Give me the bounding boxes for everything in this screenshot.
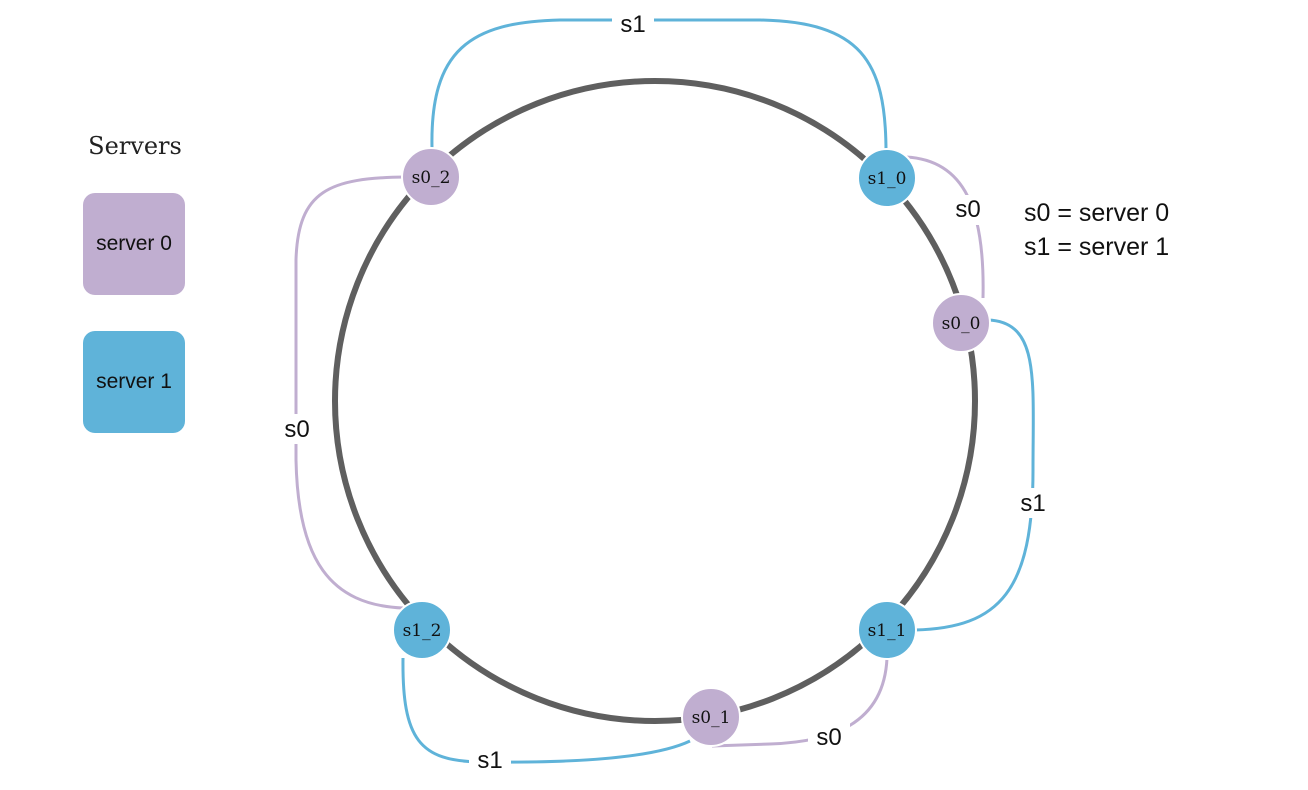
node-s0_1: s0_1 xyxy=(681,687,741,747)
connector-label-bg xyxy=(947,195,989,225)
node-circle xyxy=(931,293,991,353)
node-circle xyxy=(857,148,917,208)
node-circle xyxy=(401,147,461,207)
key-s0: s0 = server 0 xyxy=(1024,199,1170,227)
node-label: s1_2 xyxy=(403,621,442,641)
connector-s0_0-s1_1 xyxy=(914,318,1035,632)
node-label: s0_2 xyxy=(412,168,451,188)
legend-server-1-label: server 1 xyxy=(96,370,172,393)
connector-label-bg xyxy=(469,746,511,776)
node-s1_1: s1_1 xyxy=(857,600,917,660)
connector-label-s1_1-s0_1: s0 xyxy=(816,724,841,751)
legend-server-0: server 0 xyxy=(83,193,185,295)
key-s1: s1 = server 1 xyxy=(1024,233,1170,261)
connector-label-s0_0-s1_1: s1 xyxy=(1020,490,1045,517)
connector-s1_0-s0_0 xyxy=(905,155,985,299)
legend-server-1: server 1 xyxy=(83,331,185,433)
connector-label-bg xyxy=(612,6,654,36)
node-label: s0_1 xyxy=(692,708,731,728)
connector-s1_2-s0_2 xyxy=(294,175,406,610)
connector-label-s1_2-s0_2: s0 xyxy=(284,416,309,443)
legend-server-0-label: server 0 xyxy=(96,232,172,255)
node-s1_2: s1_2 xyxy=(392,600,452,660)
connector-label-s0_1-s1_2: s1 xyxy=(477,747,502,774)
node-s0_2: s0_2 xyxy=(401,147,461,207)
connector-s1_1-s0_1 xyxy=(711,657,889,748)
node-label: s1_0 xyxy=(868,169,907,189)
node-s1_0: s1_0 xyxy=(857,148,917,208)
connector-label-s0_2-s1_0: s1 xyxy=(620,11,645,38)
connector-s0_2-s1_0 xyxy=(430,18,888,153)
connector-label-bg xyxy=(276,414,318,444)
node-circle xyxy=(857,600,917,660)
hash-ring xyxy=(332,78,978,724)
connector-label-s1_0-s0_0: s0 xyxy=(955,196,980,223)
connector-label-bg xyxy=(808,722,850,752)
node-label: s0_0 xyxy=(942,314,981,334)
legend-title: Servers xyxy=(88,132,182,160)
node-circle xyxy=(392,600,452,660)
connector-s0_1-s1_2 xyxy=(401,657,691,764)
node-s0_0: s0_0 xyxy=(931,293,991,353)
connector-label-bg xyxy=(1012,488,1054,518)
node-label: s1_1 xyxy=(868,621,907,641)
node-circle xyxy=(681,687,741,747)
